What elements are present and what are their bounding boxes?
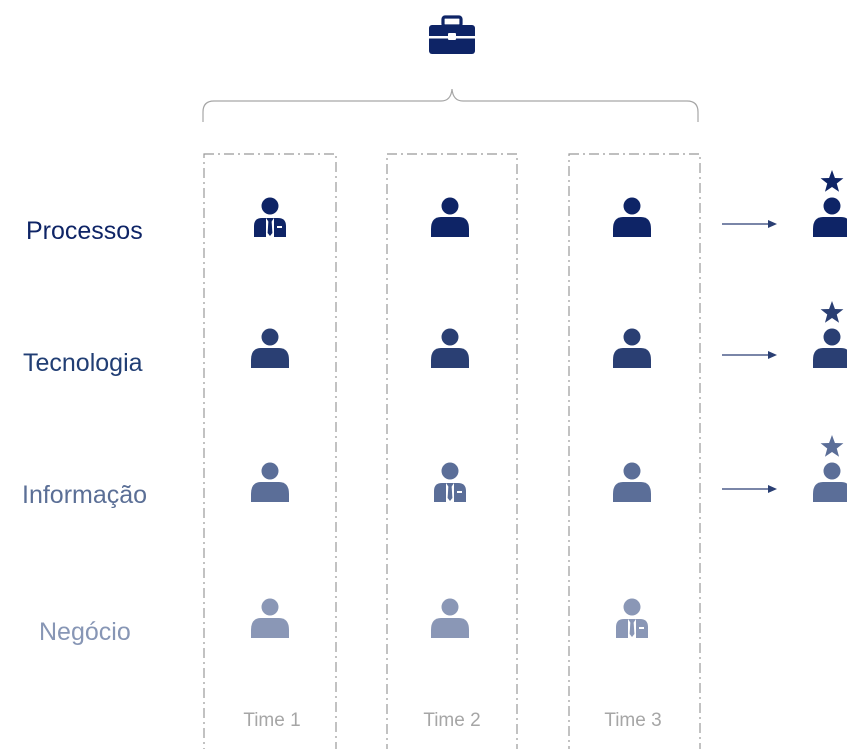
team-label-time-2: Time 2: [423, 710, 481, 731]
team-3-row-2-person-icon: [613, 328, 651, 368]
arrow-head-3: [768, 485, 777, 493]
arrow-head-1: [768, 220, 777, 228]
team-1-row-1-leader-icon: [254, 197, 286, 237]
team-box-2: [386, 153, 518, 749]
briefcase-icon: [429, 15, 475, 54]
team-2-row-4-person-icon: [431, 598, 469, 638]
row-label-tecnologia: Tecnologia: [23, 349, 143, 377]
team-2-row-3-leader-icon: [434, 462, 466, 502]
team-3-row-1-person-icon: [613, 197, 651, 237]
team-2-row-1-person-icon: [431, 197, 469, 237]
team-box-3: [568, 153, 701, 749]
team-3-row-3-person-icon: [613, 462, 651, 502]
row-label-negocio: Negócio: [39, 618, 131, 646]
row-label-informacao: Informação: [22, 481, 148, 509]
team-2-row-2-person-icon: [431, 328, 469, 368]
outcome-star-person-icon-1: [813, 170, 847, 237]
team-label-time-1: Time 1: [243, 710, 301, 731]
team-1-row-4-person-icon: [251, 598, 289, 638]
team-label-time-3: Time 3: [604, 710, 662, 731]
arrow-head-2: [768, 351, 777, 359]
team-1-row-2-person-icon: [251, 328, 289, 368]
curly-brace: [202, 88, 699, 122]
team-1-row-3-person-icon: [251, 462, 289, 502]
row-label-processos: Processos: [26, 217, 143, 245]
team-box-1: [203, 153, 337, 749]
outcome-star-person-icon-2: [813, 301, 847, 368]
outcome-star-person-icon-3: [813, 435, 847, 502]
team-3-row-4-leader-icon: [616, 598, 648, 638]
